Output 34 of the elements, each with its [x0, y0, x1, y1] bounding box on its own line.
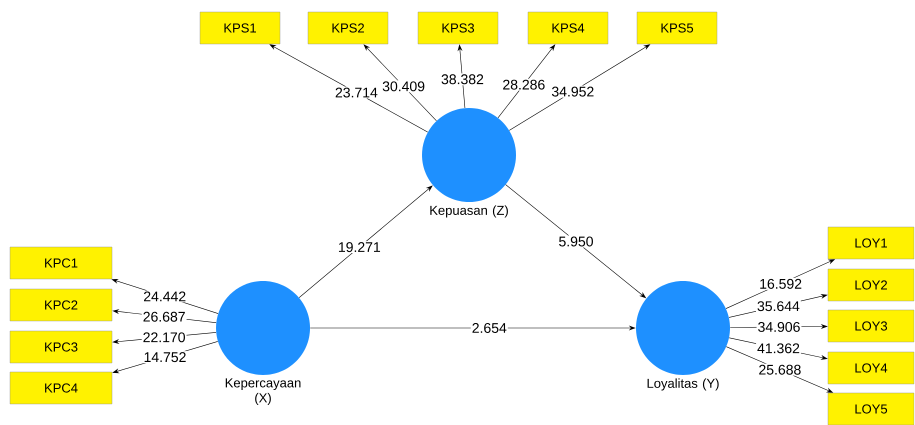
edge-label: 34.952	[550, 86, 596, 98]
indicator-box: LOY3	[828, 310, 914, 342]
indicator-box: KPC1	[10, 246, 112, 280]
edge-label: 41.362	[756, 342, 801, 354]
edge-label: 25.688	[757, 364, 802, 376]
edge-label: 28.286	[501, 78, 546, 91]
indicator-box: KPS4	[528, 12, 608, 44]
edge-label: 34.906	[756, 321, 802, 333]
edge-label: 19.271	[336, 241, 382, 254]
node-label: Kepercayaan (X)	[226, 378, 300, 406]
edge-label: 22.170	[142, 331, 187, 344]
edge-label: 5.950	[557, 236, 595, 248]
indicator-box: KPS1	[200, 12, 280, 44]
edge-label: 24.442	[142, 290, 188, 302]
indicator-box: KPS3	[418, 12, 498, 44]
edge-label: 2.654	[470, 322, 508, 334]
edge-label: 38.382	[440, 73, 485, 86]
indicator-box: KPS2	[308, 12, 388, 44]
node-label: Kepuasan (Z)	[430, 205, 508, 218]
indicator-box: KPC4	[10, 372, 112, 404]
edge-label: 30.409	[381, 80, 426, 92]
edge-label: 14.752	[142, 351, 188, 364]
indicator-box: KPC2	[10, 288, 112, 322]
indicator-box: KPS5	[636, 12, 718, 44]
indicator-box: LOY1	[828, 226, 914, 260]
indicator-box: KPC3	[10, 330, 112, 364]
indicator-box: LOY4	[828, 352, 914, 384]
indicator-box: LOY2	[828, 268, 914, 302]
edge-label: 16.592	[758, 278, 803, 290]
edge-label: 35.644	[756, 300, 801, 312]
node-label: Loyalitas (Y)	[648, 378, 719, 391]
edge-label: 23.714	[334, 86, 379, 98]
edge-label: 26.687	[142, 310, 187, 323]
indicator-box: LOY5	[828, 392, 914, 425]
